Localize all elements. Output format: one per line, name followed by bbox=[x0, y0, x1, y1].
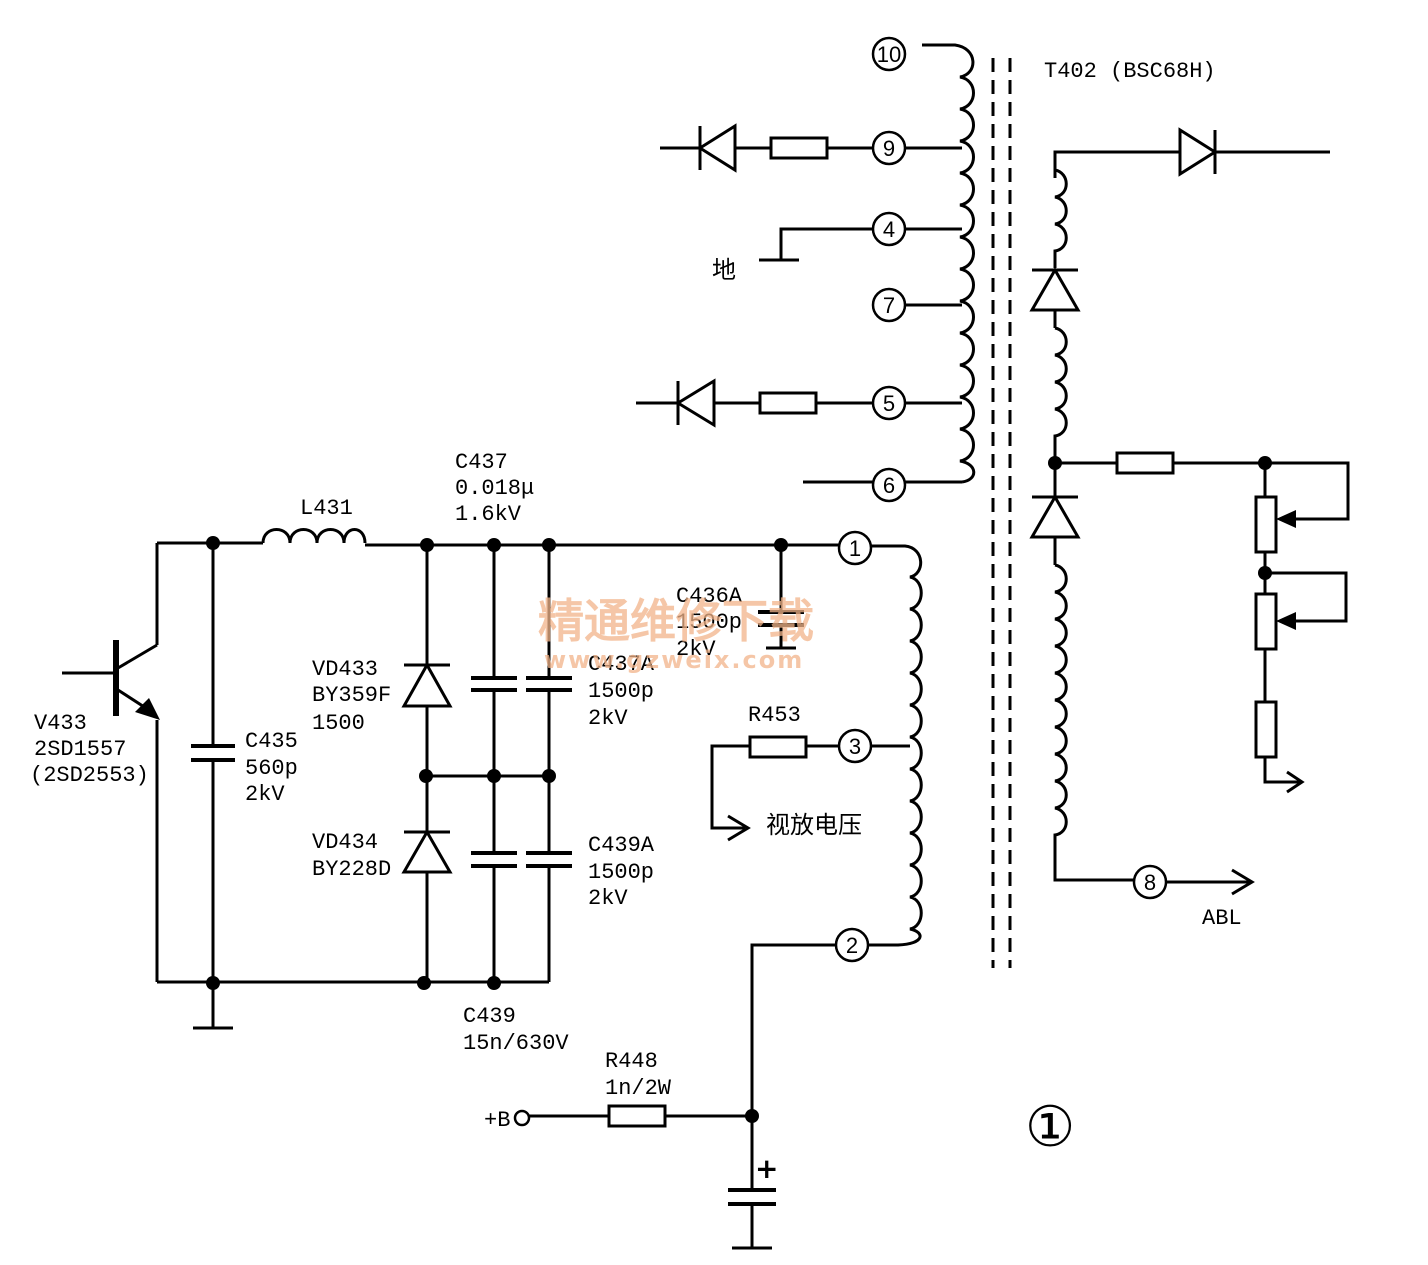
svg-text:4: 4 bbox=[883, 217, 895, 242]
watermark-url: www.gzweix.com bbox=[544, 646, 804, 674]
svg-text:3: 3 bbox=[849, 734, 861, 759]
b-plus-network bbox=[513, 943, 836, 1250]
pin9-diode-branch bbox=[660, 123, 873, 173]
c436a-value: 1500p bbox=[676, 610, 742, 635]
c437a-ref: C437A bbox=[588, 652, 655, 677]
r448-ref: R448 bbox=[605, 1049, 658, 1074]
pin-5: 5 bbox=[871, 385, 962, 421]
svg-text:6: 6 bbox=[883, 473, 895, 498]
transformer-core bbox=[991, 58, 1012, 968]
svg-text:2: 2 bbox=[846, 933, 858, 958]
l431-ref: L431 bbox=[300, 496, 353, 521]
pin-7: 7 bbox=[871, 287, 962, 323]
svg-text:5: 5 bbox=[883, 391, 895, 416]
primary-winding-upper bbox=[922, 43, 976, 484]
b-plus-label: +B bbox=[484, 1108, 510, 1133]
c437-ref: C437 bbox=[455, 450, 508, 475]
svg-text:1: 1 bbox=[849, 536, 861, 561]
c437-value: 0.018μ bbox=[455, 476, 534, 501]
v433-alt: (2SD2553) bbox=[30, 763, 149, 788]
v433-part: 2SD1557 bbox=[34, 737, 126, 762]
vd434-part: BY228D bbox=[312, 857, 391, 882]
pin4-ground: 地 bbox=[712, 227, 873, 284]
pin-10: 10 bbox=[871, 36, 907, 72]
watermark-title: 精通维修下载 bbox=[538, 594, 814, 648]
r448-value: 1n/2W bbox=[605, 1076, 672, 1101]
pin-9: 9 bbox=[871, 130, 962, 166]
transformer-label: T402 (BSC68H) bbox=[1044, 59, 1216, 84]
c439-ref: C439 bbox=[463, 1004, 516, 1029]
diode-vd433-vd434 bbox=[401, 545, 453, 982]
svg-text:9: 9 bbox=[883, 136, 895, 161]
primary-winding-lower bbox=[868, 544, 923, 947]
capacitor-c436a bbox=[758, 545, 804, 650]
vd433-value: 1500 bbox=[312, 711, 365, 736]
pin-2: 2 bbox=[834, 927, 870, 963]
v433-ref: V433 bbox=[34, 711, 87, 736]
c437a-value: 1500p bbox=[588, 679, 654, 704]
pin-3: 3 bbox=[837, 728, 910, 764]
c439a-value: 1500p bbox=[588, 860, 654, 885]
c436a-ref: C436A bbox=[676, 584, 743, 609]
c439a-rating: 2kV bbox=[588, 886, 628, 911]
vd433-part: BY359F bbox=[312, 683, 391, 708]
ground-label: 地 bbox=[712, 256, 736, 284]
c435-rating: 2kV bbox=[245, 782, 285, 807]
secondary-winding bbox=[1029, 127, 1330, 900]
c439a-ref: C439A bbox=[588, 833, 655, 858]
r453-ref: R453 bbox=[748, 703, 801, 728]
capacitor-c437a-c439a bbox=[526, 545, 572, 982]
transistor-v433 bbox=[62, 543, 160, 982]
video-amp-label: 视放电压 bbox=[766, 811, 862, 839]
winding-10-6 bbox=[922, 43, 976, 484]
c436a-rating: 2kV bbox=[676, 637, 716, 662]
pin-1: 1 bbox=[837, 530, 873, 566]
capacitor-c437-c439 bbox=[471, 545, 517, 982]
pin-8-label: 8 bbox=[1144, 870, 1156, 895]
vd433-ref: VD433 bbox=[312, 657, 378, 682]
winding-1-2 bbox=[868, 544, 923, 947]
c437-rating: 1.6kV bbox=[455, 502, 522, 527]
polarity-mark: + bbox=[755, 1152, 778, 1185]
pin-4: 4 bbox=[871, 211, 962, 247]
l431-coil bbox=[261, 528, 367, 544]
abl-label: ABL bbox=[1202, 906, 1242, 931]
svg-text:10: 10 bbox=[877, 42, 901, 67]
c435-value: 560p bbox=[245, 756, 298, 781]
c439-value: 15n/630V bbox=[463, 1031, 569, 1056]
resistor-r453-branch bbox=[710, 735, 839, 842]
capacitor-c435 bbox=[191, 543, 235, 1030]
pin5-diode-branch bbox=[636, 378, 873, 428]
svg-text:7: 7 bbox=[883, 293, 895, 318]
figure-number: ① bbox=[1025, 1095, 1075, 1160]
c435-ref: C435 bbox=[245, 729, 298, 754]
c437a-rating: 2kV bbox=[588, 706, 628, 731]
pin-6: 6 bbox=[803, 467, 962, 503]
vd434-ref: VD434 bbox=[312, 830, 378, 855]
focus-screen-divider bbox=[1055, 451, 1350, 794]
